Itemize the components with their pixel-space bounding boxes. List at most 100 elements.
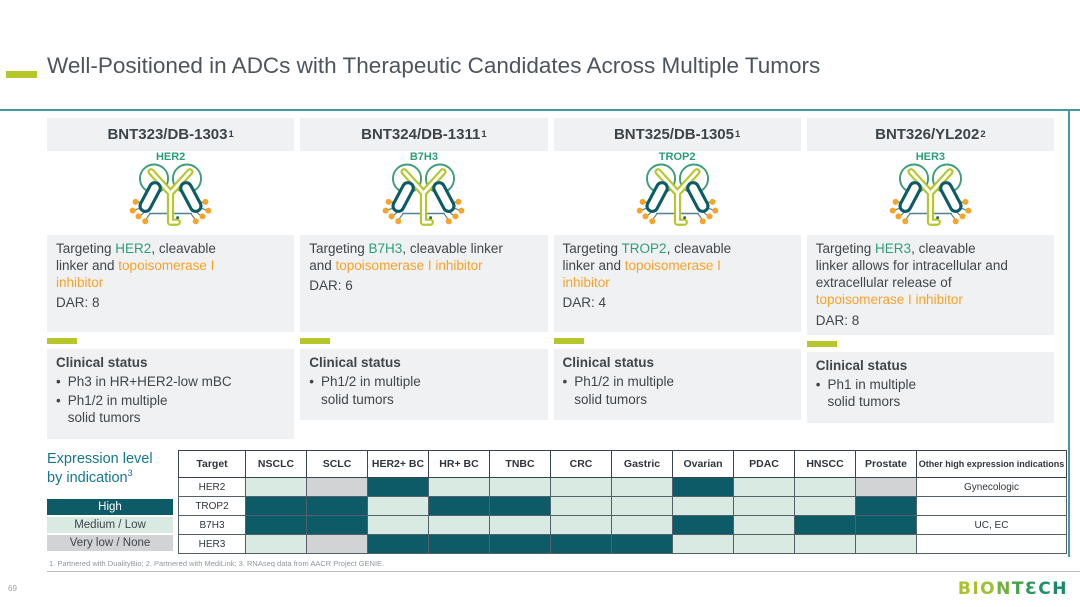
table-row: TROP2 <box>178 496 1067 516</box>
column-header: NSCLC <box>245 450 307 478</box>
expression-cell <box>489 534 551 554</box>
candidate-footnote-marker: 1 <box>735 129 741 140</box>
candidate-footnote-marker: 1 <box>228 129 234 140</box>
biontech-logo: BIONTƐCH <box>958 579 1068 599</box>
expression-cell <box>489 515 551 535</box>
dar-value: DAR: 6 <box>309 278 353 294</box>
target-name-text: HER2 <box>115 241 152 256</box>
expression-cell <box>550 496 612 516</box>
clinical-status: Clinical status •Ph1 in multiple solid t… <box>806 351 1054 423</box>
target-name-text: TROP2 <box>621 241 667 256</box>
expression-cell <box>611 477 673 497</box>
expression-cell <box>550 515 612 535</box>
mechanism-description-text: Targeting B7H3, cleavable linker and top… <box>309 240 538 274</box>
bullet-text: Ph1/2 in multiple solid tumors <box>320 374 421 407</box>
expression-cell <box>672 534 734 554</box>
expression-cell <box>855 477 917 497</box>
expression-cell <box>428 534 490 554</box>
clinical-status-bullets: •Ph1/2 in multiple solid tumors <box>563 373 792 408</box>
accent-dash <box>806 340 837 347</box>
candidate-footnote-marker: 1 <box>481 129 487 140</box>
expression-cell <box>550 477 612 497</box>
target-cell: HER2 <box>178 477 246 497</box>
expression-label-footnote-marker: 3 <box>127 468 133 479</box>
expression-cell <box>306 496 368 516</box>
description-text: Targeting <box>309 241 369 256</box>
expression-cell <box>794 515 856 535</box>
dar-value: DAR: 4 <box>562 295 607 311</box>
footer-divider-line <box>47 571 1080 572</box>
mechanism-description: Targeting B7H3, cleavable linker and top… <box>300 235 548 332</box>
right-divider-line <box>1068 109 1070 557</box>
mechanism-description: Targeting TROP2, cleavable linker and to… <box>553 235 801 332</box>
logo-letter: C <box>1038 579 1053 599</box>
expression-cell <box>306 477 368 497</box>
expression-level-label-text: Expression level by indication <box>47 451 153 486</box>
target-cell: TROP2 <box>178 496 246 516</box>
column-header: PDAC <box>733 450 795 478</box>
other-indications-cell <box>916 496 1067 516</box>
expression-cell <box>611 534 673 554</box>
clinical-status-bullet: •Ph1/2 in multiple solid tumors <box>563 373 792 408</box>
expression-cell <box>428 515 490 535</box>
expression-cell <box>245 496 307 516</box>
table-row: HER3 <box>178 534 1067 554</box>
description-text: Targeting <box>562 241 622 256</box>
target-name-text: HER3 <box>875 241 912 256</box>
expression-cell <box>611 496 673 516</box>
dar-value: DAR: 8 <box>56 295 100 311</box>
expression-cell <box>245 477 307 497</box>
bullet-text: Ph1/2 in multiple solid tumors <box>67 392 168 426</box>
expression-cell <box>489 496 551 516</box>
expression-cell <box>733 534 795 554</box>
antibody-icon-area: TROP2 <box>554 151 801 235</box>
bullet-marker: • <box>56 374 61 389</box>
candidate-name-text: BNT325/DB-1305 <box>613 126 734 143</box>
expression-cell <box>672 496 734 516</box>
mechanism-description: Targeting HER3, cleavable linker allows … <box>806 235 1054 335</box>
bullet-text: Ph1 in multiple solid tumors <box>827 376 917 410</box>
clinical-status: Clinical status • Ph3 in HR+HER2-low mBC •… <box>47 349 295 439</box>
column-header: Ovarian <box>672 450 734 478</box>
clinical-status-bullet: •Ph1/2 in multiple solid tumors <box>309 373 538 408</box>
expression-cell <box>489 477 551 497</box>
antibody-target-label: B7H3 <box>409 151 438 163</box>
expression-cell <box>855 534 917 554</box>
footnote: 1. Partnered with DualityBio; 2. Partner… <box>49 559 385 568</box>
description-text: , cleavable linker and <box>562 241 732 274</box>
column-header: Gastric <box>611 450 673 478</box>
accent-dash <box>553 338 584 344</box>
clinical-status: Clinical status •Ph1/2 in multiple solid… <box>300 349 548 421</box>
clinical-status-title: Clinical status <box>562 355 655 370</box>
bullet-text: Ph3 in HR+HER2-low mBC <box>67 374 232 389</box>
clinical-status-title: Clinical status <box>56 355 148 370</box>
column-header: Prostate <box>855 450 917 478</box>
page-number: 69 <box>8 584 17 593</box>
antibody-target-label: TROP2 <box>658 151 696 163</box>
clinical-status-bullet: •Ph1/2 in multiple solid tumors <box>56 392 285 427</box>
expression-cell <box>611 515 673 535</box>
logo-letter: O <box>980 579 997 599</box>
clinical-status-bullets: •Ph1/2 in multiple solid tumors <box>309 373 538 408</box>
expression-cell <box>306 534 368 554</box>
clinical-status: Clinical status •Ph1/2 in multiple solid… <box>553 349 801 421</box>
logo-letter: Ɛ <box>1024 579 1039 599</box>
payload-name-text: topoisomerase I inhibitor <box>335 258 483 274</box>
clinical-status-bullet: •Ph1 in multiple solid tumors <box>816 376 1045 411</box>
expression-cell <box>733 515 795 535</box>
payload-name-text: topoisomerase I inhibitor <box>562 258 721 291</box>
mechanism-description: Targeting HER2, cleavable linker and top… <box>47 235 295 332</box>
column-header: HNSCC <box>794 450 856 478</box>
column-header: Other high expression indications <box>916 450 1067 478</box>
clinical-status-bullets: •Ph1 in multiple solid tumors <box>816 376 1045 411</box>
column-header: SCLC <box>306 450 368 478</box>
antibody-icon-area: HER3 <box>807 151 1054 235</box>
